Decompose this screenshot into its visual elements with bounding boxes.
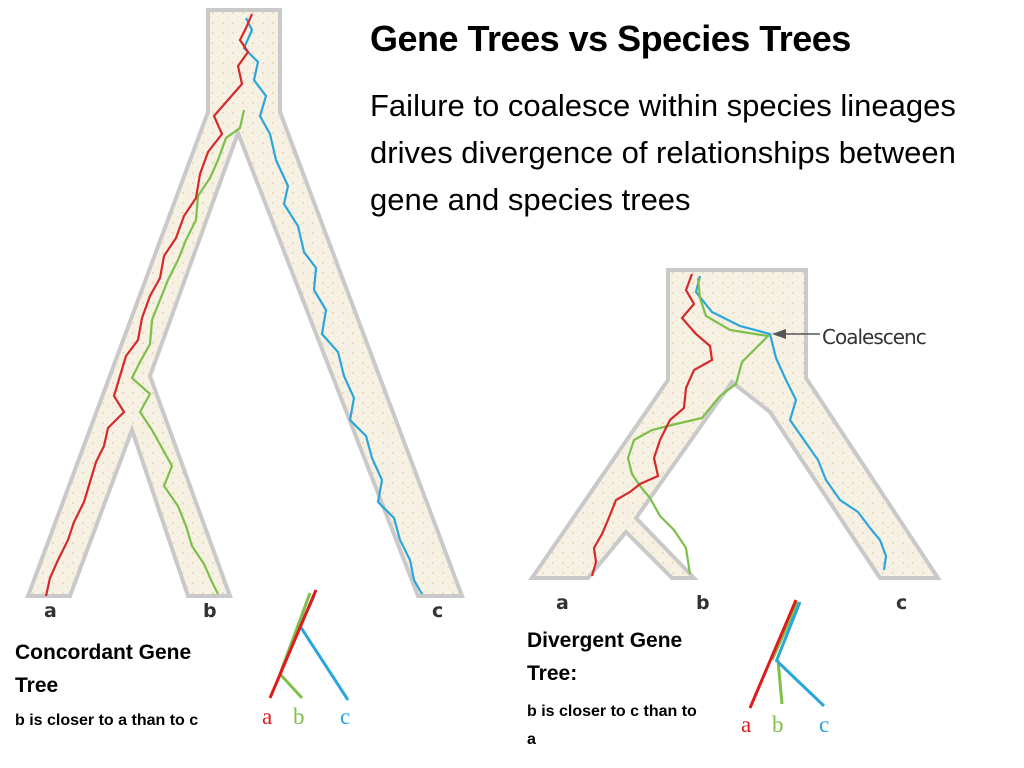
right-legend-branch-b-tip: [776, 659, 784, 705]
left-gene-tree-legend: [268, 589, 350, 701]
slide-subtitle: Failure to coalesce within species linea…: [370, 88, 956, 217]
right-lineage-b: [626, 277, 771, 575]
left-tip-label-a: a: [44, 600, 57, 622]
right-legend-label-b: b: [772, 712, 784, 737]
left-lineage-a: [44, 13, 254, 597]
right-lineage-a: [590, 273, 714, 577]
left-lineage-b: [130, 109, 246, 595]
coalescence-arrowhead: [772, 329, 786, 339]
right-lineage-c: [694, 275, 888, 571]
right-legend-branch-a: [748, 599, 798, 709]
right-tip-label-b: b: [696, 592, 710, 614]
right-species-tube: [528, 268, 942, 580]
concordant-caption-text: b is closer to a than to c: [15, 712, 199, 729]
left-legend-label-c: c: [340, 704, 351, 729]
right-tip-label-c: c: [896, 592, 908, 614]
right-legend-label-a: a: [741, 712, 752, 737]
left-species-tree: [25, 8, 465, 598]
left-lineage-c: [242, 17, 423, 595]
left-legend-branch-b-tip: [278, 672, 304, 700]
left-legend-label-b: b: [293, 704, 305, 729]
left-species-tube: [25, 8, 465, 598]
right-legend-branch-b: [770, 601, 800, 661]
right-tip-label-a: a: [556, 592, 569, 614]
left-tip-label-b: b: [203, 600, 217, 622]
left-legend-branch-c-tip: [298, 625, 350, 701]
right-species-tree: [528, 268, 942, 580]
right-legend-branch-c: [774, 601, 802, 663]
right-legend-label-c: c: [819, 712, 830, 737]
right-legend-branch-c-tip: [776, 660, 826, 708]
divergent-caption-text: b is closer to c than to a: [527, 703, 697, 748]
left-legend-branch-a: [268, 589, 318, 699]
divergent-caption-title: Divergent Gene Tree:: [527, 629, 683, 685]
slide-title: Gene Trees vs Species Trees: [370, 18, 851, 59]
coalescence-label: Coalescenc: [822, 325, 927, 349]
right-gene-tree-legend: [748, 599, 826, 709]
concordant-caption-title: Concordant Gene Tree: [15, 641, 192, 697]
left-legend-label-a: a: [262, 704, 273, 729]
left-tip-label-c: c: [432, 600, 444, 622]
